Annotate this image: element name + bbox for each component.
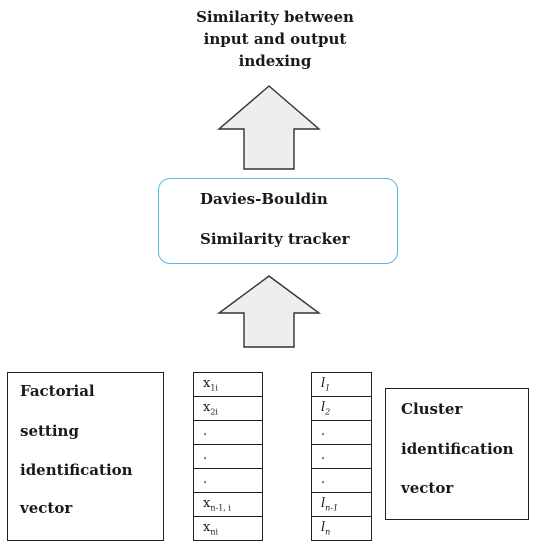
right-box-line3: vector: [401, 479, 454, 497]
x-vector-symbol: .: [203, 424, 208, 439]
x-vector-cell: .: [193, 468, 263, 493]
x-vector-cell: x1i: [193, 372, 263, 397]
x-vector-symbol: x: [203, 496, 211, 511]
x-vector-symbol: .: [203, 472, 208, 487]
cluster-identification-box: [385, 388, 529, 520]
l-vector-symbol: .: [321, 472, 326, 487]
l-vector-cell: .: [311, 420, 372, 445]
upper-arrow: [217, 85, 321, 170]
l-vector-cell: l1: [311, 372, 372, 397]
x-vector-subscript: n-1, i: [210, 503, 231, 513]
tracker-title: Davies-Bouldin: [200, 190, 328, 208]
l-vector-subscript: n: [325, 527, 331, 537]
l-vector-symbol: l: [321, 400, 326, 415]
x-vector-subscript: ni: [210, 527, 219, 537]
right-box-line2: identification: [401, 440, 514, 458]
l-vector-subscript: n-1: [325, 503, 339, 513]
x-vector-cell: .: [193, 420, 263, 445]
l-vector-cell: l2: [311, 396, 372, 421]
factorial-setting-box: [7, 372, 164, 541]
l-vector-cell: ln: [311, 516, 372, 541]
x-vector-cell: xn-1, i: [193, 492, 263, 517]
l-vector-symbol: .: [321, 448, 326, 463]
l-vector-symbol: l: [321, 376, 326, 391]
l-vector-subscript: 1: [325, 383, 331, 393]
l-vector-cell: ln-1: [311, 492, 372, 517]
output-label-line3: indexing: [238, 52, 312, 70]
l-vector-symbol: l: [321, 496, 326, 511]
x-vector-symbol: x: [203, 376, 211, 391]
output-label: Similarity between input and output inde…: [150, 6, 400, 72]
output-label-line2: input and output: [203, 30, 347, 48]
x-vector-subscript: 2i: [210, 407, 218, 417]
x-vector-cell: .: [193, 444, 263, 469]
output-label-line1: Similarity between: [196, 8, 354, 26]
l-vector-cell: .: [311, 468, 372, 493]
x-vector-symbol: .: [203, 448, 208, 463]
left-box-line3: identification: [20, 461, 133, 479]
left-box-line4: vector: [20, 499, 73, 517]
x-vector-symbol: x: [203, 400, 211, 415]
l-vector-symbol: l: [321, 520, 326, 535]
right-box-line1: Cluster: [401, 400, 463, 418]
similarity-tracker-box: [158, 178, 398, 264]
left-box-line1: Factorial: [20, 382, 95, 400]
x-vector-symbol: x: [203, 520, 211, 535]
l-vector-cell: .: [311, 444, 372, 469]
x-vector-subscript: 1i: [210, 383, 218, 393]
l-vector-symbol: .: [321, 424, 326, 439]
tracker-subtitle: Similarity tracker: [200, 230, 350, 248]
l-vector-subscript: 2: [325, 407, 331, 417]
lower-arrow: [216, 275, 322, 348]
x-vector-cell: x2i: [193, 396, 263, 421]
x-vector-cell: xni: [193, 516, 263, 541]
left-box-line2: setting: [20, 422, 79, 440]
